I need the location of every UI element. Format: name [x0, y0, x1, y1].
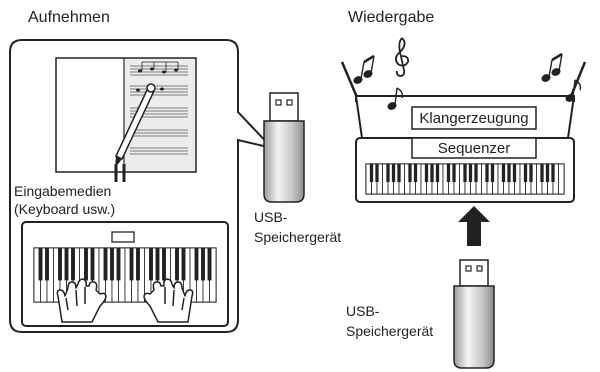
black-key	[397, 164, 401, 182]
treble-clef-icon	[395, 37, 410, 77]
black-key	[446, 164, 451, 182]
black-key	[110, 248, 114, 281]
black-key	[45, 248, 49, 281]
black-key	[38, 248, 43, 281]
usb-label-recording-line1: USB-	[254, 209, 288, 225]
sequencer-label: Sequenzer	[438, 140, 511, 157]
black-key	[155, 248, 160, 281]
black-key	[529, 164, 533, 182]
black-key	[64, 248, 69, 281]
white-key	[558, 163, 565, 195]
black-key	[435, 164, 440, 182]
music-note-icon	[565, 79, 582, 102]
tone-generator-box	[411, 106, 537, 130]
black-key	[512, 164, 517, 182]
black-key	[490, 164, 495, 182]
black-key	[162, 248, 166, 281]
hand-icon	[143, 278, 194, 323]
black-key	[408, 164, 412, 182]
recording-heading: Aufnehmen	[28, 9, 110, 26]
connector-symbol	[114, 164, 126, 182]
black-key	[71, 248, 75, 281]
black-key	[413, 164, 418, 182]
black-key	[474, 164, 478, 182]
black-key	[116, 248, 121, 281]
black-key	[540, 164, 544, 182]
black-key	[369, 164, 374, 182]
arrow-up-icon	[458, 206, 490, 246]
input-device-label-line2: (Keyboard usw.)	[14, 201, 115, 217]
black-key	[463, 164, 467, 182]
black-key	[181, 248, 186, 281]
score-notebook	[55, 57, 197, 173]
music-note-icon	[541, 52, 563, 82]
usb-label-playback-line1: USB-	[346, 303, 380, 319]
piano-black-keys	[369, 164, 555, 182]
black-key	[386, 164, 390, 182]
music-note-icon	[353, 54, 375, 84]
black-key	[523, 164, 528, 182]
black-key	[424, 164, 429, 182]
black-key	[136, 248, 140, 281]
music-note-icon	[387, 87, 404, 110]
black-key	[452, 164, 456, 182]
usb-stick-icon	[453, 259, 495, 369]
black-key	[501, 164, 506, 182]
recording-keyboard-white-keys	[33, 247, 217, 303]
black-key	[207, 248, 212, 281]
tone-generator-label: Klangerzeugung	[419, 110, 528, 127]
recording-keyboard-black-keys	[38, 248, 212, 281]
input-device-label-line1: Eingabemedien	[14, 183, 111, 199]
usb-stick-icon	[263, 92, 305, 203]
black-key	[391, 164, 396, 182]
hand-icon	[56, 278, 107, 323]
sequencer-box	[411, 137, 537, 159]
recording-keyboard	[21, 221, 229, 327]
piano	[340, 61, 587, 203]
black-key	[149, 248, 153, 281]
usb-label-playback-line2: Speichergerät	[346, 323, 433, 339]
black-key	[84, 248, 88, 281]
usb-label-recording-line2: Speichergerät	[254, 229, 341, 245]
black-key	[551, 164, 555, 182]
black-key	[201, 248, 205, 281]
black-key	[58, 248, 62, 281]
black-key	[430, 164, 434, 182]
black-key	[194, 248, 199, 281]
black-key	[485, 164, 489, 182]
black-key	[375, 164, 379, 182]
black-key	[103, 248, 108, 281]
black-key	[468, 164, 473, 182]
black-key	[129, 248, 134, 281]
playback-heading: Wiedergabe	[348, 9, 434, 26]
black-key	[507, 164, 511, 182]
black-key	[545, 164, 550, 182]
black-key	[175, 248, 179, 281]
black-key	[90, 248, 95, 281]
